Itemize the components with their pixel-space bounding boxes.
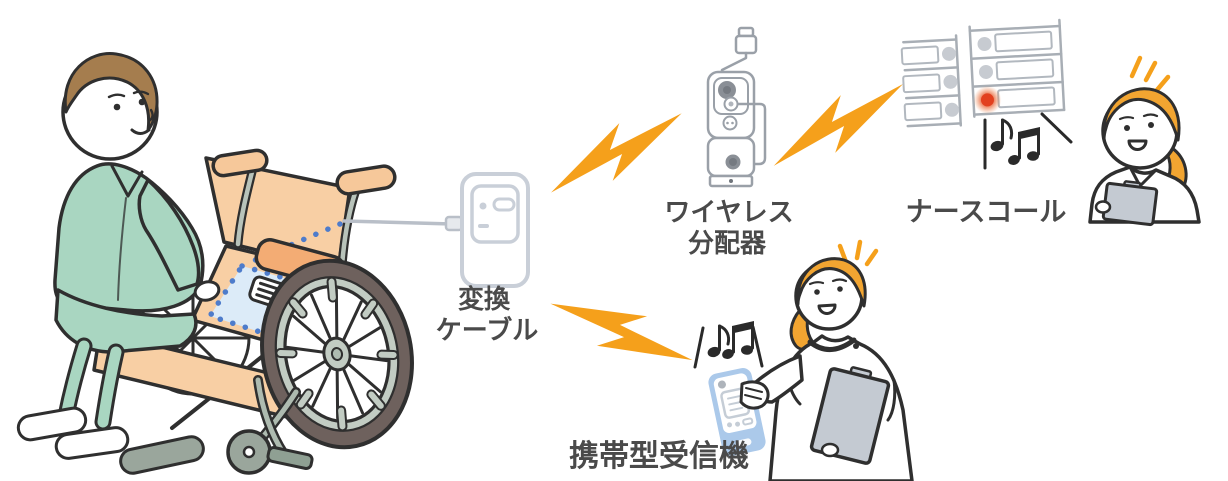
converter-button xyxy=(492,197,516,212)
distributor-plug xyxy=(734,34,758,55)
receiver-button-1 xyxy=(727,422,733,428)
portable-receiver-label: 携帯型受信機 xyxy=(569,439,749,474)
patient-illustration xyxy=(16,52,221,475)
nurse-call-label: ナースコール xyxy=(906,197,1067,228)
converter-slot xyxy=(478,224,489,228)
alert-light xyxy=(980,93,994,107)
lightning-bolt-icon-to-receiver xyxy=(544,268,700,394)
wheelchair-handle-right xyxy=(335,164,397,271)
converter-led xyxy=(479,202,487,210)
wheelchair-handle-left xyxy=(211,148,269,249)
nurse1-face xyxy=(1118,113,1159,151)
wheelchair-rear-wheel xyxy=(260,258,414,450)
wheelchair-front-caster xyxy=(226,375,314,475)
lightning-bolt-icon-to-distributor xyxy=(536,101,696,203)
nurse1-hand xyxy=(1094,200,1112,214)
nurse-with-receiver xyxy=(739,239,914,481)
patient-sleeve xyxy=(137,178,201,292)
distributor-dial xyxy=(722,115,738,131)
distributor-plug-cable xyxy=(720,51,748,75)
panel-rows-left xyxy=(900,45,959,122)
wireless-distributor-device xyxy=(706,26,767,188)
nurse2-clipboard xyxy=(809,366,891,465)
nurse2-hand-clipboard xyxy=(820,442,840,458)
nurse1-clipboard xyxy=(1101,180,1159,227)
nurse-at-station xyxy=(1088,55,1201,227)
notice-lines-icon-1 xyxy=(1129,55,1171,93)
cable-connector xyxy=(444,215,464,232)
conversion-cable-label-line1: 変換 xyxy=(458,284,511,315)
conversion-cable-label-line2: ケーブル xyxy=(436,315,538,346)
conversion-cable-device xyxy=(342,172,530,288)
patient-lap xyxy=(54,288,198,354)
sensor-cable xyxy=(342,219,454,226)
patient-slipper xyxy=(119,435,205,475)
wheelchair-patient-illustration xyxy=(16,52,414,475)
wireless-distributor-label-line1: ワイヤレス xyxy=(664,198,793,228)
receiver-button-2 xyxy=(735,421,741,427)
lightning-bolt-icon-to-nursecall xyxy=(758,72,918,176)
receiver-speaker xyxy=(717,380,726,389)
nurse1-hair xyxy=(1102,87,1181,142)
music-notes-icon-receiver xyxy=(693,319,764,369)
patient-hand xyxy=(193,280,221,302)
music-notes-icon-nursecall xyxy=(983,112,1073,170)
distributor-loop-cable xyxy=(736,102,767,166)
converter-panel xyxy=(470,184,520,244)
nurse2-face xyxy=(808,278,848,315)
wireless-distributor-label-line2: 分配器 xyxy=(688,229,767,259)
patient-feet xyxy=(16,406,130,460)
nurse-call-panel xyxy=(900,18,1066,128)
patient-face xyxy=(107,90,154,135)
patient-hair xyxy=(63,52,159,132)
nurse2-hair xyxy=(796,257,867,308)
